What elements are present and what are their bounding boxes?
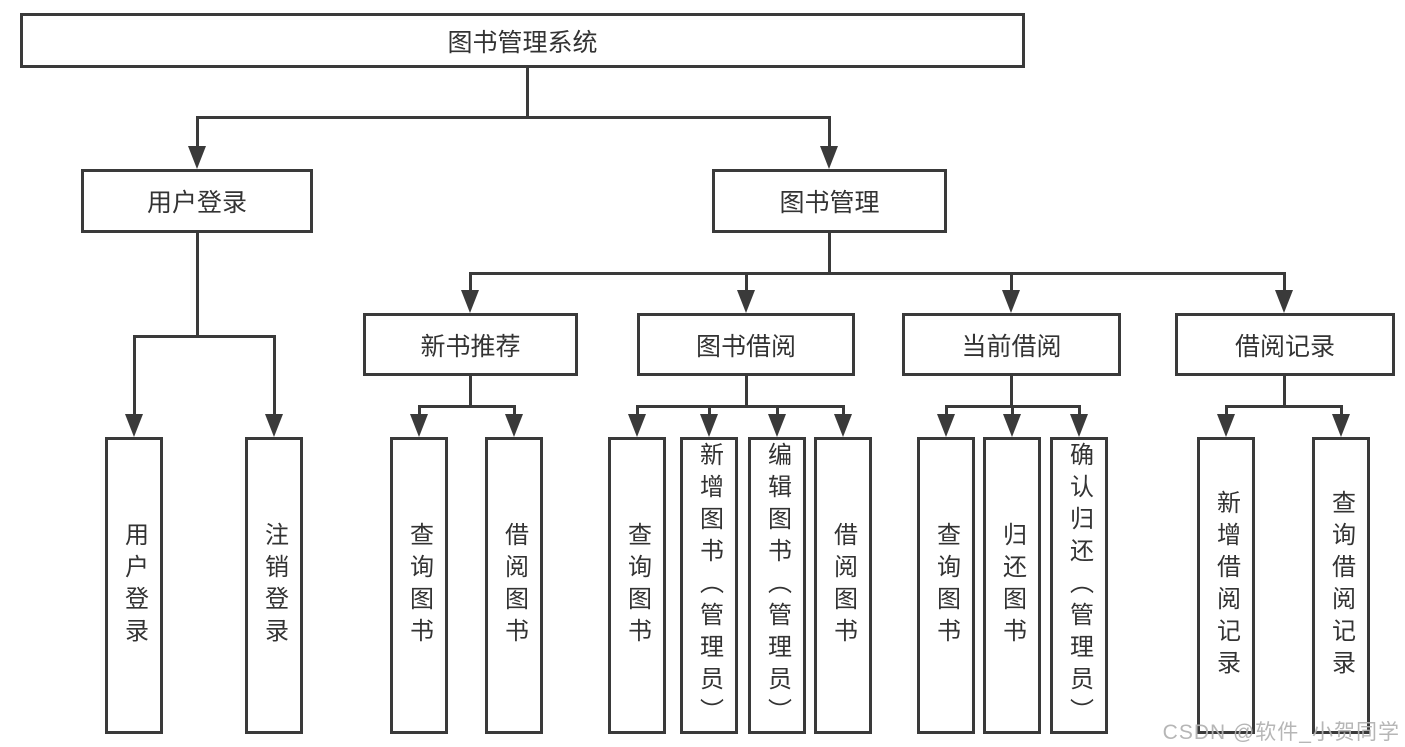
arrowhead-leaf-logout	[265, 414, 283, 437]
node-library-management-system: 图书管理系统	[20, 13, 1025, 68]
connector-current-borrow-stem	[1010, 376, 1013, 408]
leaf-borrow-books-borrow: 借阅图书	[814, 437, 872, 734]
connector-to-return-book	[1011, 405, 1014, 416]
connector-to-leaf-logout	[273, 335, 276, 415]
arrowhead-book-management	[820, 146, 838, 169]
connector-to-borrow-books-1	[513, 405, 516, 416]
arrowhead-query-record	[1332, 414, 1350, 437]
arrowhead-user-login	[188, 146, 206, 169]
connector-to-query-record	[1340, 405, 1343, 416]
arrowhead-leaf-user-login	[125, 414, 143, 437]
connector-book-borrow-stem	[745, 376, 748, 408]
arrowhead-new-book	[461, 290, 479, 313]
arrowhead-confirm-return	[1070, 414, 1088, 437]
csdn-watermark: CSDN @软件_小贺同学	[1162, 721, 1400, 744]
arrowhead-add-record	[1217, 414, 1235, 437]
connector-to-query-books-3	[945, 405, 948, 416]
leaf-confirm-return-admin: 确认归还（管理员）	[1050, 437, 1108, 734]
arrowhead-edit-book	[768, 414, 786, 437]
connector-borrow-rail	[636, 405, 844, 408]
connector-to-query-books-1	[418, 405, 421, 416]
leaf-query-books-recommend: 查询图书	[390, 437, 448, 734]
connector-to-borrow-records	[1283, 272, 1286, 292]
node-current-borrow: 当前借阅	[902, 313, 1121, 376]
leaf-query-borrow-record: 查询借阅记录	[1312, 437, 1370, 734]
arrowhead-book-borrow	[737, 290, 755, 313]
arrowhead-return-book	[1003, 414, 1021, 437]
leaf-edit-book-admin: 编辑图书（管理员）	[748, 437, 806, 734]
arrowhead-borrow-records	[1275, 290, 1293, 313]
connector-recommend-rail	[418, 405, 515, 408]
leaf-query-books-current: 查询图书	[917, 437, 975, 734]
connector-to-book-borrow	[745, 272, 748, 292]
arrowhead-query-books-3	[937, 414, 955, 437]
connector-book-management-stem	[828, 233, 831, 275]
leaf-user-login: 用户登录	[105, 437, 163, 734]
leaf-add-book-admin: 新增图书（管理员）	[680, 437, 738, 734]
node-book-management: 图书管理	[712, 169, 947, 233]
arrowhead-query-books-1	[410, 414, 428, 437]
arrowhead-current-borrow	[1002, 290, 1020, 313]
connector-to-query-books-2	[636, 405, 639, 416]
connector-borrow-records-stem	[1283, 376, 1286, 408]
connector-to-current-borrow	[1010, 272, 1013, 292]
connector-new-book-stem	[469, 376, 472, 408]
node-borrow-records: 借阅记录	[1175, 313, 1395, 376]
connector-to-confirm-return	[1078, 405, 1081, 416]
connector-user-login-stem	[196, 233, 199, 338]
connector-to-borrow-books-2	[842, 405, 845, 416]
connector-level2-rail	[196, 116, 831, 119]
connector-to-add-record	[1225, 405, 1228, 416]
node-new-book-recommend: 新书推荐	[363, 313, 578, 376]
leaf-logout: 注销登录	[245, 437, 303, 734]
connector-to-book-management	[828, 116, 831, 148]
leaf-return-book: 归还图书	[983, 437, 1041, 734]
connector-level3-rail	[469, 272, 1286, 275]
connector-login-rail	[133, 335, 276, 338]
leaf-add-borrow-record: 新增借阅记录	[1197, 437, 1255, 734]
connector-records-rail	[1225, 405, 1342, 408]
node-user-login: 用户登录	[81, 169, 313, 233]
connector-root-stem	[526, 68, 529, 119]
connector-to-user-login	[196, 116, 199, 148]
connector-to-edit-book	[776, 405, 779, 416]
arrowhead-borrow-books-1	[505, 414, 523, 437]
connector-to-new-book	[469, 272, 472, 292]
leaf-query-books-borrow: 查询图书	[608, 437, 666, 734]
leaf-borrow-books-recommend: 借阅图书	[485, 437, 543, 734]
connector-to-leaf-user-login	[133, 335, 136, 415]
arrowhead-add-book	[700, 414, 718, 437]
node-book-borrow: 图书借阅	[637, 313, 855, 376]
connector-to-add-book	[708, 405, 711, 416]
arrowhead-borrow-books-2	[834, 414, 852, 437]
arrowhead-query-books-2	[628, 414, 646, 437]
